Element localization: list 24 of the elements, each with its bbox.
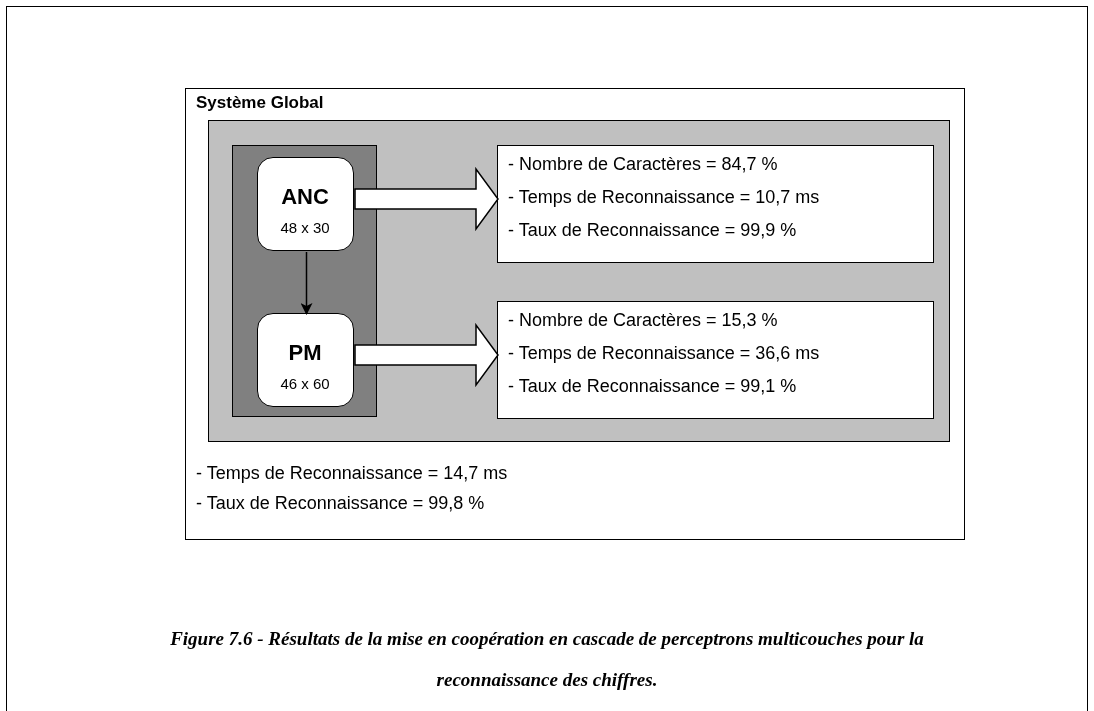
block-arrow: [354, 322, 499, 388]
result-text: - Taux de Reconnaissance = 99,9 %: [508, 219, 797, 242]
summary-text: - Taux de Reconnaissance = 99,8 %: [196, 492, 485, 515]
summary-text: - Temps de Reconnaissance = 14,7 ms: [196, 462, 508, 485]
network-box: [256, 156, 354, 251]
network-size: 46 x 60: [279, 373, 331, 394]
results-box: [497, 145, 934, 263]
network-name: ANC: [280, 183, 330, 210]
panel-title: Système Global: [196, 92, 324, 114]
results-box: [497, 301, 934, 419]
subsystem-panel: [207, 119, 950, 442]
result-text: - Taux de Reconnaissance = 99,1 %: [508, 375, 797, 398]
result-text: - Nombre de Caractères = 84,7 %: [508, 153, 778, 176]
figure-caption: Figure 7.6 - Résultats de la mise en coopération en cascade de perceptrons multicouches pour la reconnaissance des chiffres.: [169, 627, 925, 692]
arrow: [300, 251, 313, 315]
block-arrow: [354, 166, 499, 232]
network-size: 48 x 30: [279, 217, 331, 238]
result-text: - Temps de Reconnaissance = 10,7 ms: [508, 186, 820, 209]
result-text: - Nombre de Caractères = 15,3 %: [508, 309, 778, 332]
system-box: [185, 88, 965, 540]
result-text: - Temps de Reconnaissance = 36,6 ms: [508, 342, 820, 365]
network-name: PM: [287, 339, 323, 366]
network-box: [256, 312, 354, 407]
cascade-panel: [232, 145, 377, 417]
